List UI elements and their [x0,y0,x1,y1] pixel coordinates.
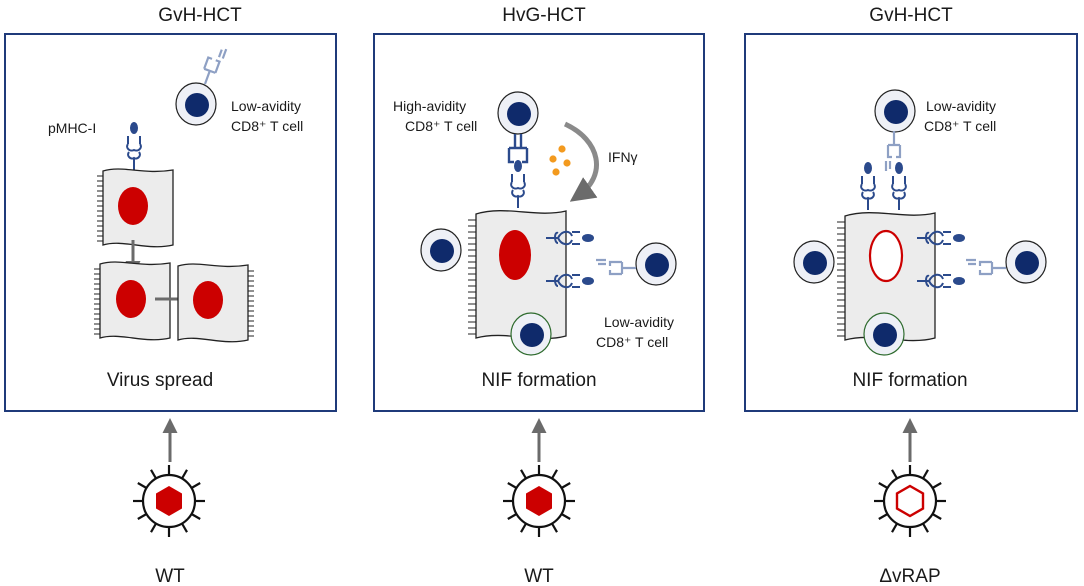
panel-title: HvG-HCT [502,5,586,26]
panel-caption: NIF formation [852,370,967,391]
t-cell-label-line2: CD8⁺ T cell [231,118,303,134]
virus-wt [501,463,577,539]
target-cell [467,210,567,340]
ifn-arrow [563,121,599,202]
panel-caption: NIF formation [481,370,596,391]
t-cell-label-line2: CD8⁺ T cell [924,118,996,134]
t-cell-label-line1: Low-avidity [926,98,996,114]
panel-gvh-wt: GvH-HCT Low-avidity CD8⁺ T cell pMHC-I V… [4,5,337,586]
panel-title: GvH-HCT [158,5,242,26]
virus-label: ΔvRAP [879,566,940,586]
panel-hvg-wt: HvG-HCT High-avidity CD8⁺ T cell IFNγ [373,5,705,586]
infected-cell [96,168,174,248]
pmhc-label: pMHC-I [48,120,96,136]
bystander-t-cell [863,312,905,356]
virus-label: WT [155,566,185,586]
panel-gvh-dvrap: GvH-HCT Low-avidity CD8⁺ T cell NIF form… [744,5,1078,586]
panel-title: GvH-HCT [869,5,953,26]
panel-caption: Virus spread [107,370,213,391]
bystander-t-cell [510,312,552,356]
virus-wt [131,463,207,539]
target-cell [836,212,936,342]
bystander-t-cell [420,228,462,272]
ifn-dots [549,145,571,176]
infected-cell [177,263,255,343]
high-avidity-label-line1: High-avidity [393,98,466,114]
virus-dvrap [872,463,948,539]
high-avidity-label-line2: CD8⁺ T cell [405,118,477,134]
virus-label: WT [524,566,554,586]
ifn-label: IFNγ [608,149,638,165]
low-avidity-label-line2: CD8⁺ T cell [596,334,668,350]
infected-cell [93,261,171,341]
bystander-t-cell [793,240,835,284]
t-cell-label-line1: Low-avidity [231,98,301,114]
low-avidity-label-line1: Low-avidity [604,314,674,330]
